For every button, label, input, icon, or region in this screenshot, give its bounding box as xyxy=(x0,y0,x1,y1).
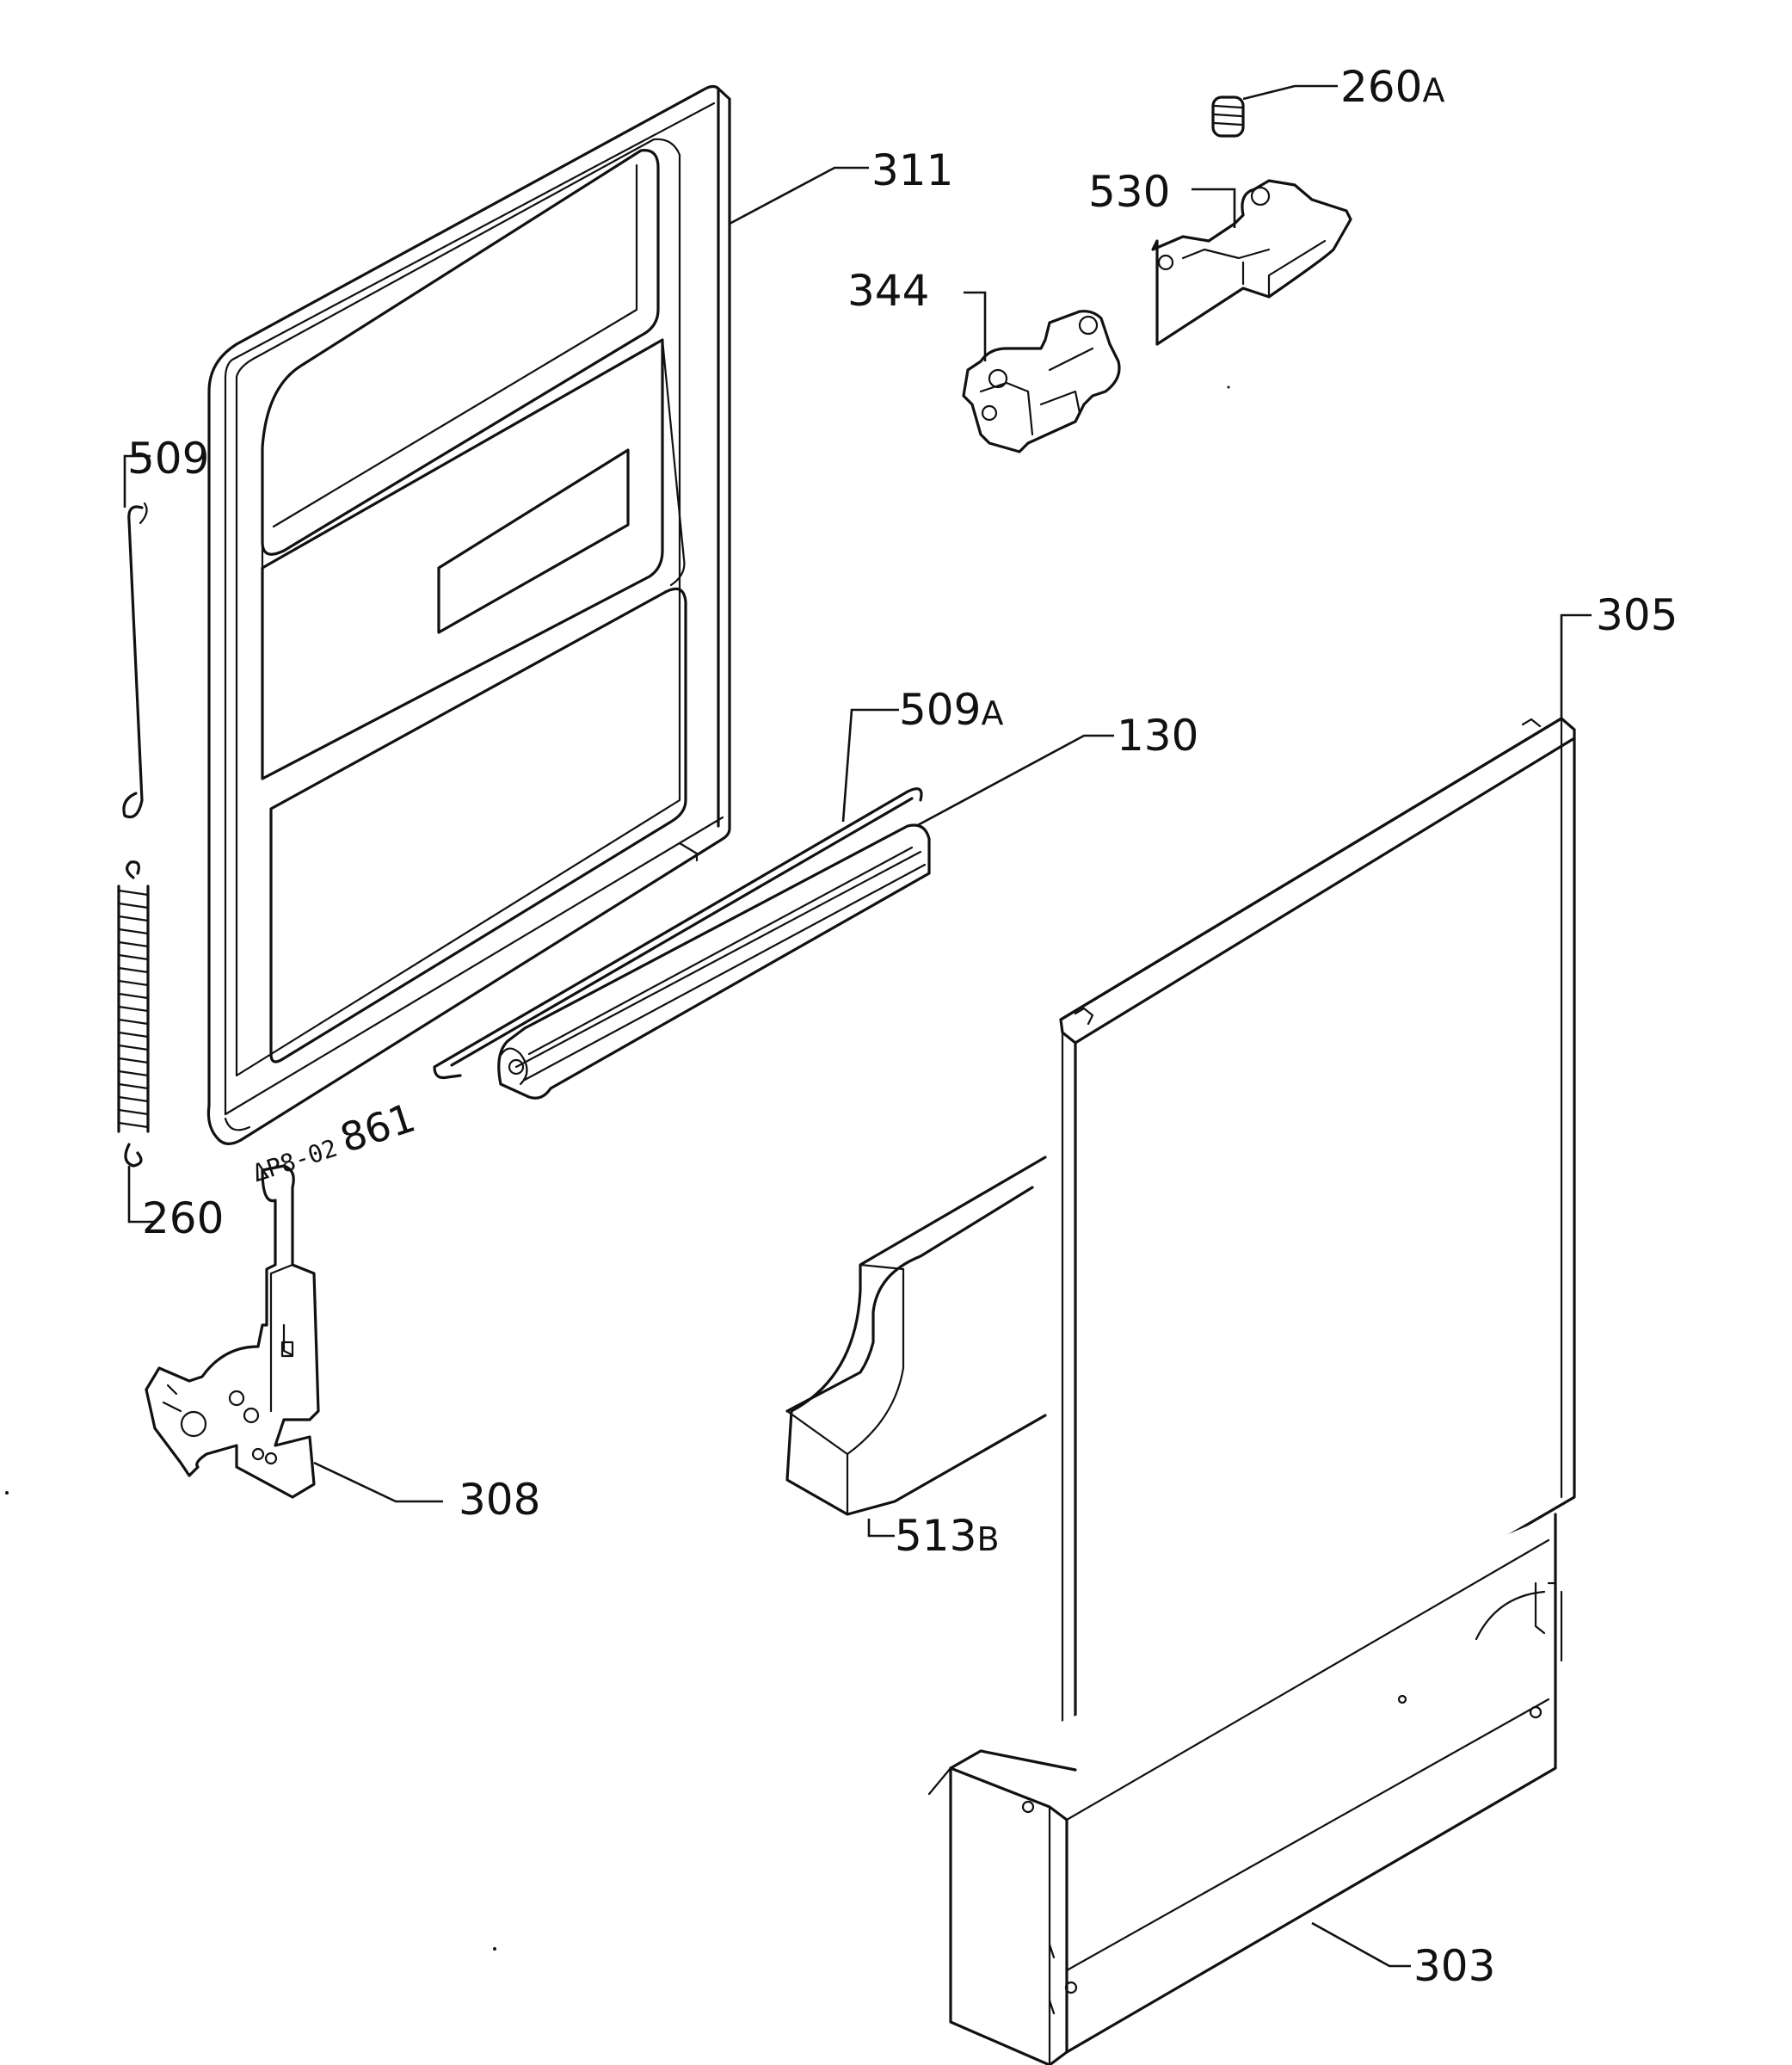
leader-lines xyxy=(123,84,1592,1968)
label-311: 311 xyxy=(871,145,953,195)
seal-130 xyxy=(497,823,931,1100)
plinth-303 xyxy=(927,1513,1563,2065)
outer-door-panel-305 xyxy=(1059,717,1576,1780)
coil-260A xyxy=(1211,96,1245,138)
label-303: 303 xyxy=(1413,1941,1495,1991)
latch-344 xyxy=(962,310,1121,453)
rod-509A xyxy=(433,787,923,1080)
cable-509 xyxy=(122,502,148,819)
label-530: 530 xyxy=(1088,167,1170,217)
label-305: 305 xyxy=(1596,590,1678,640)
label-344: 344 xyxy=(847,266,929,316)
part-labels: 260A 311 530 344 509 305 509A 130 260 30… xyxy=(127,62,1678,1991)
decor-block-513B xyxy=(785,1156,1047,1516)
label-260A: 260A xyxy=(1340,62,1444,112)
bracket-530 xyxy=(1151,179,1352,346)
spring-260 xyxy=(117,860,150,1168)
label-308: 308 xyxy=(459,1475,540,1525)
drawing-code-stamp: ΔP8-02 861 xyxy=(249,1094,422,1188)
label-130: 130 xyxy=(1117,711,1198,761)
label-509A: 509A xyxy=(899,685,1003,735)
label-513B: 513B xyxy=(895,1511,1000,1561)
hinge-308 xyxy=(145,1164,320,1499)
drawing-code-suffix: 861 xyxy=(335,1094,421,1162)
inner-door-panel-311 xyxy=(206,84,731,1145)
label-260: 260 xyxy=(142,1193,224,1243)
label-509: 509 xyxy=(127,434,209,484)
